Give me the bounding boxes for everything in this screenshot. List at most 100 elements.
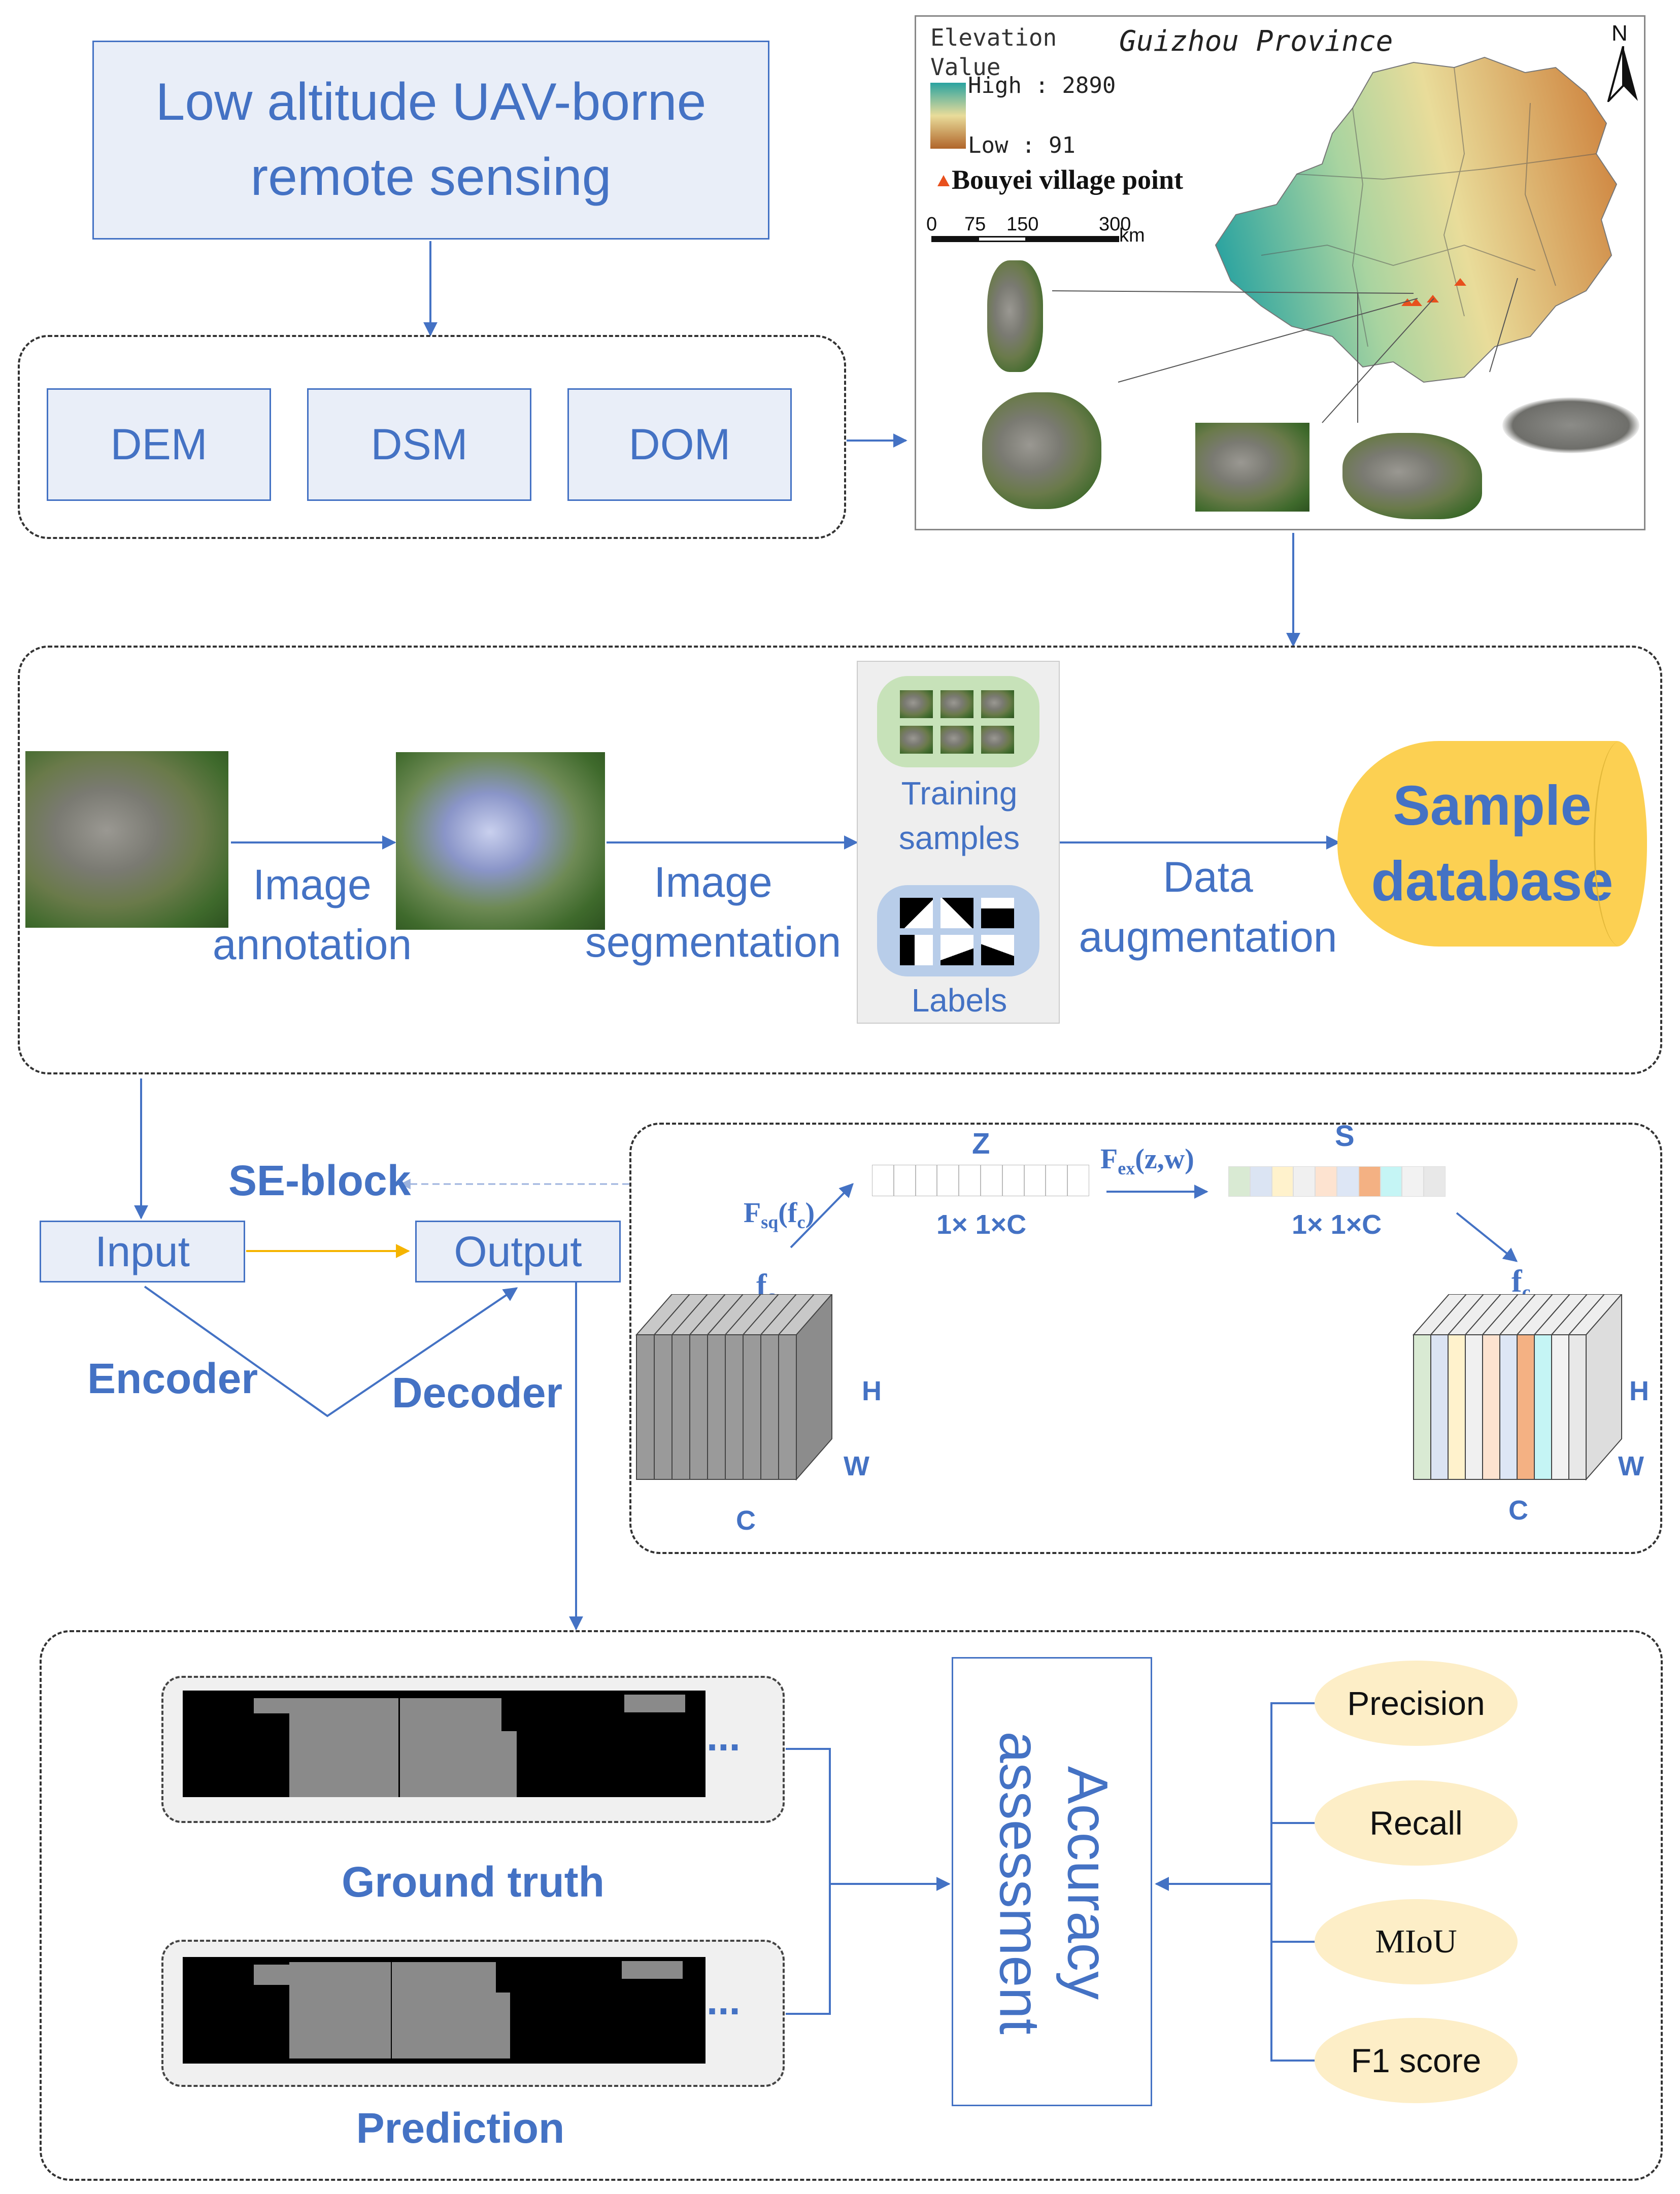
s-vector-cell (1358, 1166, 1381, 1197)
s-label: S (1335, 1120, 1355, 1153)
cube-slice (778, 1334, 797, 1480)
scale-tick-75: 75 (964, 214, 986, 235)
cube-slice-top (1481, 1294, 1536, 1335)
province-outline (1215, 56, 1618, 383)
fsq-arg-sub: c (797, 1212, 805, 1233)
dataset-pipeline-group (18, 646, 1662, 1074)
image-annotation-label: Image annotation (185, 855, 439, 974)
dem-label: DEM (110, 420, 208, 469)
z-vector-cell (959, 1165, 981, 1196)
data-augmentation-label: Data augmentation (1056, 848, 1360, 967)
cube-slice-top (777, 1294, 833, 1335)
cube-slice-top (1447, 1294, 1502, 1335)
cube-slice (1534, 1334, 1552, 1480)
z-vector-cell (915, 1165, 937, 1196)
ground-truth-label: Ground truth (342, 1858, 604, 1906)
prediction-mask (183, 1957, 705, 2064)
village-point-label: Bouyei village point (952, 164, 1184, 195)
labels-label: Labels (911, 982, 1007, 1019)
s-vector-cell (1402, 1166, 1424, 1197)
cube-slice-top (759, 1294, 815, 1335)
cube-slice (654, 1334, 673, 1480)
z-vector-cell (981, 1165, 1002, 1196)
fsq-close: ) (805, 1197, 815, 1229)
cube-slice (636, 1334, 655, 1480)
village-point-marker-icon (937, 175, 950, 186)
database-cylinder-rim (1594, 741, 1647, 947)
cube-slice-top (1429, 1294, 1485, 1335)
scale-unit: km (1119, 225, 1145, 246)
se-block-label: SE-block (228, 1157, 411, 1204)
cube-side (1586, 1294, 1622, 1481)
c-right-label: C (1508, 1495, 1528, 1526)
ground-truth-mask (183, 1691, 705, 1797)
village-marker-3-icon (1427, 295, 1439, 302)
legend-high: High : 2890 (968, 73, 1116, 98)
input-feature-cube (635, 1294, 833, 1481)
dsm-label: DSM (371, 420, 468, 469)
se-block-detail-group (629, 1123, 1662, 1554)
cube-slice (1465, 1334, 1483, 1480)
training-tiles (877, 676, 1039, 767)
output-box: Output (415, 1221, 621, 1282)
cube-slice-top (742, 1294, 797, 1335)
encoder-decoder-path (144, 1286, 518, 1417)
annotation-line-1: Image (253, 861, 372, 908)
database-line-1: Sample (1393, 774, 1592, 837)
accuracy-line-2: assessment (988, 1731, 1051, 2035)
metric-recall: Recall (1315, 1780, 1518, 1866)
c-left-label: C (736, 1505, 756, 1536)
cube-slice (760, 1334, 779, 1480)
training-samples-label: Training samples (858, 771, 1061, 861)
cube-slice-top (688, 1294, 744, 1335)
w-right-label: W (1618, 1451, 1644, 1481)
province-elevation-map (1215, 56, 1618, 383)
cube-slice (1430, 1334, 1449, 1480)
database-line-2: database (1371, 850, 1614, 913)
dom-box: DOM (567, 388, 792, 501)
village-marker-2-icon (1410, 298, 1422, 306)
cube-slice-top (706, 1294, 762, 1335)
cube-slice-top (1533, 1294, 1588, 1335)
cube-slice (1448, 1334, 1466, 1480)
cube-slice-top (1550, 1294, 1605, 1335)
samples-panel: Training samples Labels (857, 661, 1060, 1024)
h-left-label: H (862, 1376, 882, 1406)
prediction-label: Prediction (356, 2104, 565, 2152)
s-vector-cell (1380, 1166, 1402, 1197)
metric-miou-label: MIoU (1375, 1923, 1457, 1960)
cube-slice (1482, 1334, 1500, 1480)
cube-slice (689, 1334, 708, 1480)
title-line-1: Low altitude UAV-borne (155, 73, 707, 132)
w-left-label: W (844, 1451, 869, 1481)
cube-right-slices (1412, 1294, 1623, 1481)
cube-slice (1517, 1334, 1535, 1480)
fex-sub: ex (1118, 1158, 1135, 1179)
north-arrow-icon (1607, 46, 1638, 102)
s-vector-cell (1293, 1166, 1316, 1197)
s-vector-cell (1424, 1166, 1446, 1197)
prediction-ellipsis: ... (707, 1978, 741, 2023)
cube-slice (671, 1334, 690, 1480)
metric-f1-score: F1 score (1315, 2018, 1518, 2103)
cube-slice (725, 1334, 744, 1480)
z-vector-cell (1046, 1165, 1068, 1196)
prediction-panel: ... (161, 1940, 785, 2087)
cube-slice-top (724, 1294, 780, 1335)
bracket-metrics-outer (1270, 1702, 1317, 2062)
cube-slice-top (1567, 1294, 1623, 1335)
legend-value-label: Value (930, 53, 1001, 81)
fex-label: Fex(z,w) (1100, 1143, 1194, 1179)
village-photo-3 (1195, 423, 1309, 512)
encoder-label: Encoder (87, 1355, 258, 1402)
s-vector-cell (1271, 1166, 1294, 1197)
fc-right-main: f (1511, 1264, 1522, 1299)
decoder-label: Decoder (392, 1369, 563, 1416)
village-photo-2 (982, 392, 1101, 509)
north-label: N (1611, 21, 1628, 46)
scale-tick-0: 0 (926, 214, 937, 235)
s-vector-cell (1315, 1166, 1337, 1197)
label-tiles (877, 885, 1039, 976)
z-vector-cell (872, 1165, 894, 1196)
